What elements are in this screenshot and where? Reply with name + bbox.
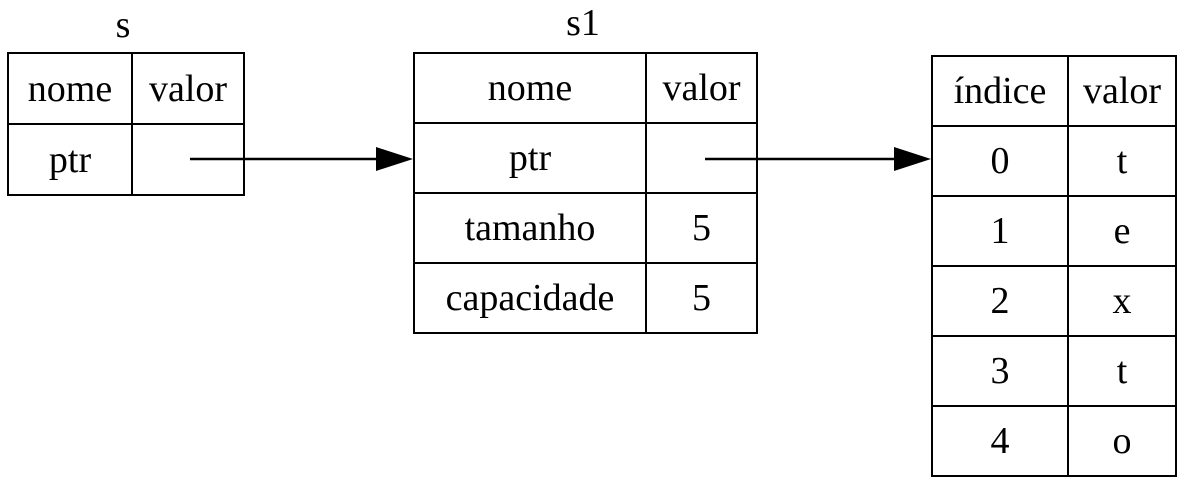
table-row: 3 t <box>931 335 1177 407</box>
table-row: 4 o <box>931 405 1177 477</box>
cell-index: 3 <box>931 335 1069 407</box>
cell-value: 5 <box>645 262 758 334</box>
cell-index: 0 <box>931 125 1069 197</box>
table-title-s: s <box>115 4 131 46</box>
cell-value: x <box>1067 265 1177 337</box>
cell-name: capacidade <box>413 262 647 334</box>
cell-name: tamanho <box>413 192 647 264</box>
heap-table: índice valor 0 t 1 e 2 x 3 t 4 o <box>931 55 1177 477</box>
header-value: valor <box>645 52 758 124</box>
header-value: valor <box>131 52 245 125</box>
table-row: ptr <box>413 122 758 194</box>
cell-value-pointer <box>645 122 758 194</box>
table-row: capacidade 5 <box>413 262 758 334</box>
variable-table-s1: nome valor ptr tamanho 5 capacidade 5 <box>413 52 758 334</box>
cell-name: ptr <box>413 122 647 194</box>
header-value: valor <box>1067 55 1177 127</box>
table-header-row: nome valor <box>413 52 758 124</box>
header-name: nome <box>413 52 647 124</box>
table-header-row: nome valor <box>7 52 245 125</box>
cell-name: ptr <box>7 123 133 196</box>
table-row: 2 x <box>931 265 1177 337</box>
cell-value: t <box>1067 125 1177 197</box>
cell-index: 2 <box>931 265 1069 337</box>
table-header-row: índice valor <box>931 55 1177 127</box>
variable-table-s: nome valor ptr <box>7 52 245 196</box>
header-name: nome <box>7 52 133 125</box>
cell-value: e <box>1067 195 1177 267</box>
table-row: 0 t <box>931 125 1177 197</box>
cell-value: t <box>1067 335 1177 407</box>
table-title-s1: s1 <box>566 2 600 44</box>
cell-index: 4 <box>931 405 1069 477</box>
cell-index: 1 <box>931 195 1069 267</box>
cell-value: 5 <box>645 192 758 264</box>
cell-value: o <box>1067 405 1177 477</box>
table-row: tamanho 5 <box>413 192 758 264</box>
table-row: 1 e <box>931 195 1177 267</box>
cell-value-pointer <box>131 123 245 196</box>
table-row: ptr <box>7 123 245 196</box>
header-index: índice <box>931 55 1069 127</box>
